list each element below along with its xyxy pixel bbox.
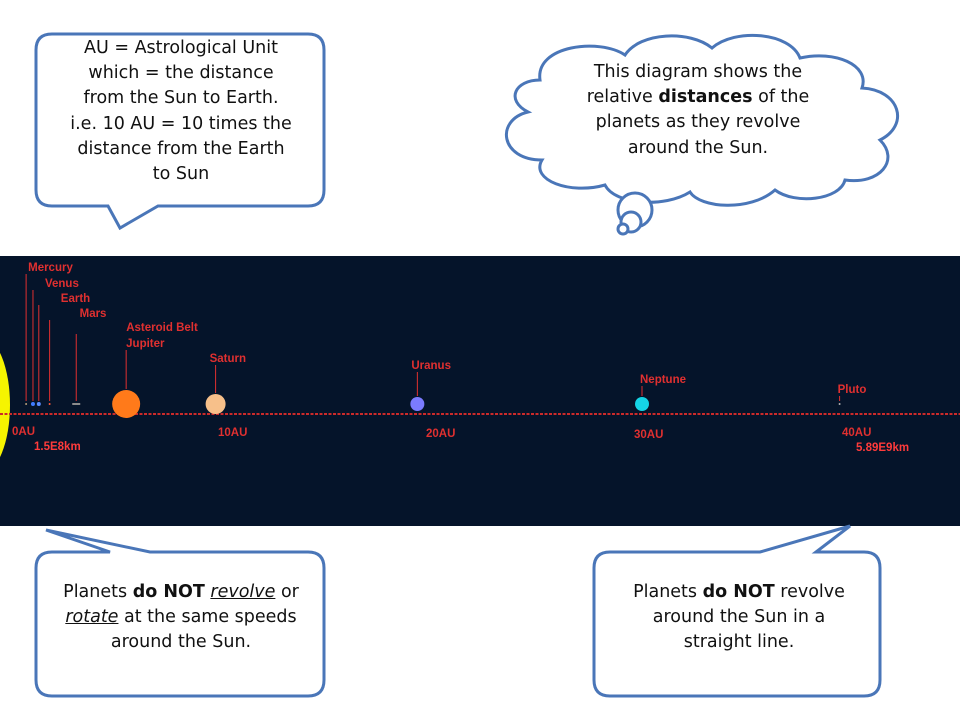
neptune-label: Neptune xyxy=(640,374,686,386)
axis-tick-label-0au: 0AU xyxy=(12,426,35,438)
saturn-label: Saturn xyxy=(210,353,246,365)
speeds-line-1-a: Planets xyxy=(63,582,133,602)
asteroid-belt-band xyxy=(72,403,81,405)
straight-line-1-bold: do NOT xyxy=(702,582,775,602)
pluto-label: Pluto xyxy=(838,384,867,396)
thought-line-4: around the Sun. xyxy=(627,137,769,158)
straight-line-2: around the Sun in a xyxy=(652,607,826,628)
jupiter-label: Jupiter xyxy=(126,338,165,350)
jupiter-planet xyxy=(112,390,141,418)
au-line-3: from the Sun to Earth. xyxy=(83,88,279,109)
axis-layer: 0AU 1.5E8km 10AU 20AU 30AU 40AU 5.89E9km xyxy=(12,426,909,454)
straight-line-1-a: Planets xyxy=(633,582,703,602)
axis-tick-label-20au: 20AU xyxy=(426,428,455,440)
thought-line-3: planets as they revolve xyxy=(595,112,801,133)
au-line-4: i.e. 10 AU = 10 times the xyxy=(70,113,292,134)
straight-line-callout-text: Planets do NOT revolve around the Sun in… xyxy=(598,580,880,656)
saturn-planet xyxy=(205,394,226,414)
speeds-line-1-bold: do NOT xyxy=(132,582,205,602)
thought-cloud-text: This diagram shows the relative distance… xyxy=(548,60,848,161)
thought-line-1: This diagram shows the xyxy=(593,62,803,82)
straight-line-1: Planets do NOT revolve xyxy=(598,580,880,605)
thought-line-2-a: relative xyxy=(586,87,659,108)
thought-line-2-b: of the xyxy=(752,87,810,108)
speeds-line-1-underline: revolve xyxy=(210,582,276,602)
straight-line-3: straight line. xyxy=(683,632,795,653)
speeds-callout-text: Planets do NOT revolve or rotate at the … xyxy=(40,580,322,656)
earth-planet xyxy=(36,402,41,406)
au-line-2: which = the distance xyxy=(88,63,274,84)
axis-tick-label-30au: 30AU xyxy=(634,429,663,441)
mercury-label: Mercury xyxy=(28,262,73,274)
thought-line-2: relative distances of the xyxy=(548,85,848,110)
mars-label: Mars xyxy=(80,308,107,320)
uranus-planet xyxy=(410,397,425,411)
mars-planet xyxy=(48,403,51,405)
neptune-planet xyxy=(635,397,649,411)
speeds-line-2-underline: rotate xyxy=(65,607,119,628)
speeds-line-3: around the Sun. xyxy=(110,632,252,653)
au-definition-text: AU = Astrological Unit which = the dista… xyxy=(40,36,322,187)
speeds-line-1-c: or xyxy=(275,582,299,602)
axis-distance-label-0au: 1.5E8km xyxy=(34,441,81,453)
bottom-right-speech-bubble xyxy=(592,524,882,698)
thought-cloud xyxy=(504,33,899,236)
au-line-1: AU = Astrological Unit xyxy=(84,38,278,58)
straight-line-1-b: revolve xyxy=(774,582,845,602)
asteroid-belt-label: Asteroid Belt xyxy=(126,322,198,334)
earth-label: Earth xyxy=(61,293,90,305)
venus-label: Venus xyxy=(45,278,79,290)
axis-tick-label-40au: 40AU xyxy=(842,427,871,439)
space-background xyxy=(0,256,960,526)
bottom-left-speech-bubble xyxy=(34,528,326,698)
speeds-line-2-b: at the same speeds xyxy=(118,607,297,628)
axis-distance-label-40au: 5.89E9km xyxy=(856,442,909,454)
top-left-speech-bubble xyxy=(34,32,326,231)
sun xyxy=(0,352,10,458)
au-line-5: distance from the Earth xyxy=(77,138,285,159)
venus-planet xyxy=(30,402,35,406)
uranus-label: Uranus xyxy=(411,360,451,372)
thought-line-2-bold: distances xyxy=(658,87,753,108)
pluto-planet xyxy=(838,403,841,405)
axis-tick-label-10au: 10AU xyxy=(218,427,247,439)
au-line-6: to Sun xyxy=(152,163,210,184)
mercury-planet xyxy=(25,403,28,405)
speeds-line-1: Planets do NOT revolve or xyxy=(40,580,322,605)
speeds-line-2: rotate at the same speeds xyxy=(40,605,322,630)
